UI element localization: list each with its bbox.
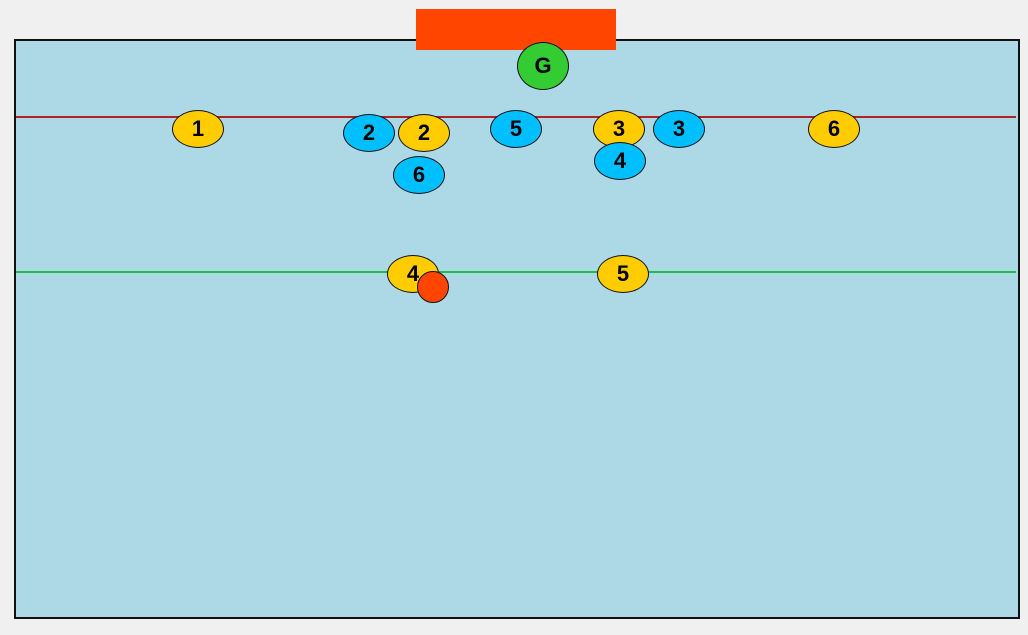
- player-label: 6: [827, 116, 841, 141]
- player-marker[interactable]: 6: [808, 110, 860, 148]
- player-marker[interactable]: 6: [393, 156, 445, 194]
- player-marker[interactable]: 5: [597, 255, 649, 293]
- goalie-marker[interactable]: G: [517, 42, 569, 90]
- player-label: 5: [509, 116, 523, 141]
- player-label: 4: [613, 148, 627, 173]
- player-label: 3: [612, 116, 626, 141]
- player-marker[interactable]: 5: [490, 110, 542, 148]
- player-label: 2: [362, 120, 376, 145]
- goal: [416, 9, 616, 50]
- player-label: 2: [417, 120, 431, 145]
- player-marker[interactable]: 2: [343, 114, 395, 152]
- player-label: 1: [191, 116, 205, 141]
- player-label: 4: [406, 261, 420, 286]
- player-label: 6: [412, 162, 426, 187]
- goalie-label: G: [534, 53, 552, 78]
- player-label: 5: [616, 261, 630, 286]
- player-marker[interactable]: 1: [172, 110, 224, 148]
- player-marker[interactable]: 3: [653, 110, 705, 148]
- player-marker[interactable]: 4: [594, 142, 646, 180]
- player-label: 3: [672, 116, 686, 141]
- five-meter-line: [16, 271, 1016, 273]
- player-marker[interactable]: 3: [593, 110, 645, 148]
- ball[interactable]: [417, 271, 449, 303]
- player-marker[interactable]: 2: [398, 114, 450, 152]
